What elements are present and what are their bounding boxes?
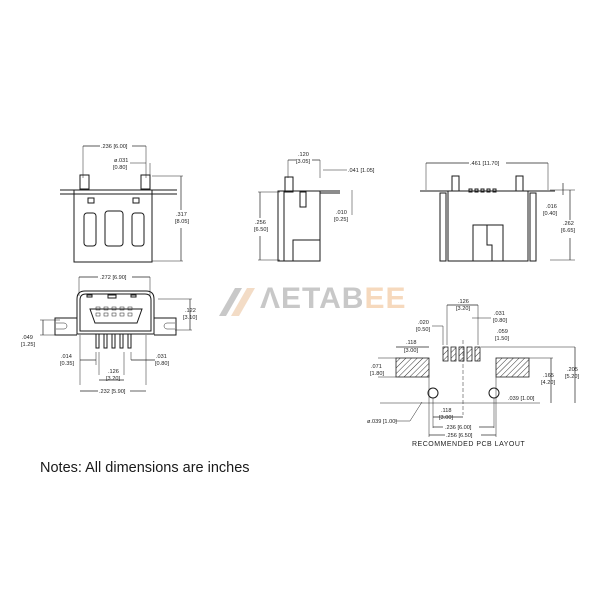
pcb-outer-span-dim: .256 [6.50] [446, 433, 473, 439]
logo-text-tail: EE [364, 282, 407, 315]
top-view: .461 [11.70] .016 [0.40] .262 [6.65] [420, 161, 575, 262]
side-height-mm: [6.50] [254, 227, 268, 233]
end-tab-mm: [1.25] [21, 342, 35, 348]
pcb-pad-span-mm: [3.20] [456, 306, 470, 312]
end-flange-mm: [3.10] [183, 315, 197, 321]
pcb-center-offset-dim: .118 [441, 408, 451, 414]
side-thickness-mm: [0.25] [334, 217, 348, 223]
pcb-mount-height-dim: .071 [371, 364, 382, 370]
pcb-pitch-mm: [0.80] [493, 318, 507, 324]
side-post-dim: .120 [298, 152, 309, 158]
pcb-hole-offset-dim: .039 [1.00] [508, 396, 535, 402]
top-height-dim: .262 [563, 221, 574, 227]
pcb-mount-width-dim: .118 [406, 340, 416, 346]
pcb-pad-span-dim: .126 [458, 299, 469, 305]
front-pin-dia-mm: [0.80] [113, 165, 127, 171]
pcb-pad-length-mm: [1.50] [495, 336, 509, 342]
pcb-y2-dim: .205 [567, 367, 578, 373]
front-pin-dia-dim: ø.031 [114, 158, 128, 164]
pcb-pitch-dim: .031 [494, 311, 505, 317]
side-lead-dim: .041 [1.05] [348, 168, 375, 174]
end-view: .272 [6.90] .122 [3.10] .049 [1.25] [21, 275, 197, 395]
logo-text-main: ΛETAB [260, 282, 365, 315]
end-pin-width-mm: [0.35] [60, 361, 74, 367]
pcb-hole-dia-dim: ø.039 [1.00] [367, 419, 397, 425]
end-contacts [95, 306, 133, 317]
front-view: .236 [6.00] ø.031 [0.80] .317 [8.05] [60, 144, 189, 263]
pcb-y1-mm: [4.20] [541, 380, 555, 386]
pcb-layout-caption: RECOMMENDED PCB LAYOUT [412, 441, 526, 448]
mount-pad-right [495, 357, 530, 378]
pcb-hole-span-dim: .236 [6.00] [445, 425, 472, 431]
pcb-pad-width-dim: .020 [418, 320, 429, 326]
pcb-mount-height-mm: [1.80] [370, 371, 384, 377]
end-pin-pitch-mm: [0.80] [155, 361, 169, 367]
end-tab-dim: .049 [22, 335, 33, 341]
pcb-y2-mm: [5.20] [565, 374, 579, 380]
end-pin-width-dim: .014 [61, 354, 72, 360]
end-pin-span-dim: .126 [108, 369, 119, 375]
pcb-mount-width-mm: [3.00] [404, 348, 418, 354]
pcb-y1-dim: .165 [543, 373, 554, 379]
end-opening-dim: .272 [6.90] [100, 275, 127, 281]
end-pin-pitch-dim: .031 [156, 354, 167, 360]
pcb-pad-width-mm: [0.50] [416, 327, 430, 333]
side-post-mm: [3.05] [296, 159, 310, 165]
mount-hole-right [488, 387, 500, 399]
front-width-dim: .236 [6.00] [101, 144, 128, 150]
pcb-pad-length-dim: .059 [497, 329, 508, 335]
side-thickness-dim: .010 [336, 210, 347, 216]
mount-pad-left [395, 357, 430, 378]
top-height-mm: [6.65] [561, 228, 575, 234]
front-height-dim: .317 [176, 212, 187, 218]
end-pin-span-mm: [3.20] [106, 376, 120, 382]
side-height-dim: .256 [255, 220, 266, 226]
logo-slash-icon [219, 288, 255, 316]
pcb-layout: .126 [3.20] .020 [0.50] .031 [0.80] .059… [367, 299, 579, 439]
top-offset-mm: [0.40] [543, 211, 557, 217]
metabee-logo: ΛETABEE [215, 280, 405, 320]
signal-pads [442, 346, 481, 362]
mount-hole-left [427, 387, 439, 399]
top-offset-dim: .016 [546, 204, 557, 210]
top-width-dim: .461 [11.70] [470, 161, 500, 167]
notes-text: Notes: All dimensions are inches [40, 460, 250, 476]
end-flange-dim: .122 [185, 308, 196, 314]
end-pins [95, 333, 132, 349]
pcb-center-offset-mm: [3.00] [439, 415, 453, 421]
end-body-dim: .232 [5.90] [99, 389, 126, 395]
side-view: .120 [3.05] .041 [1.05] .010 [0.25] .256… [254, 152, 375, 262]
front-height-mm: [8.05] [175, 219, 189, 225]
top-contacts [468, 188, 497, 193]
